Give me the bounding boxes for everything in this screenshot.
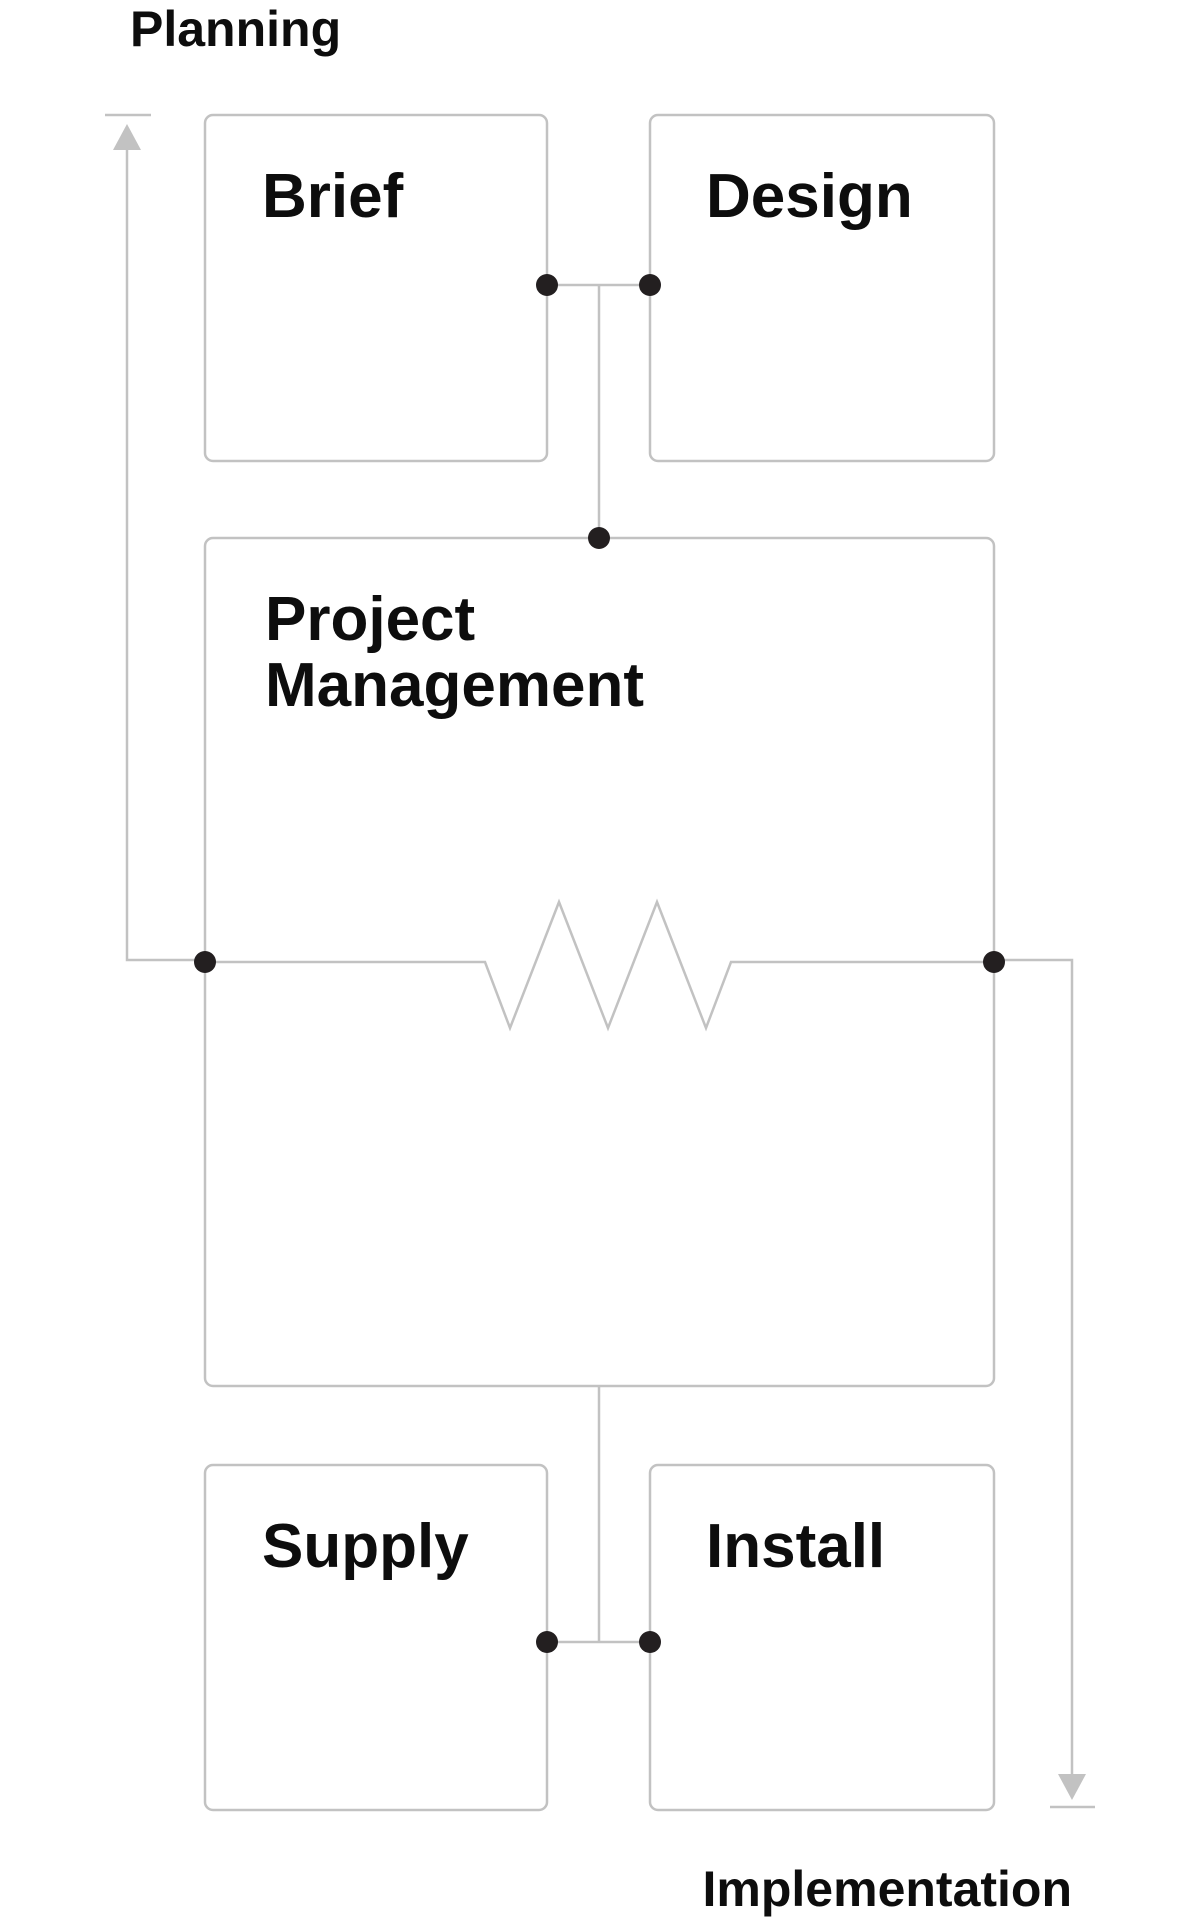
implementation-axis-line bbox=[994, 958, 1074, 1775]
zigzag-line bbox=[205, 898, 994, 1032]
supply-connector-dot bbox=[536, 1631, 558, 1653]
brief-label: Brief bbox=[262, 162, 404, 231]
design-label: Design bbox=[706, 162, 913, 231]
supply-label: Supply bbox=[262, 1512, 469, 1581]
bottom-connector bbox=[547, 1386, 650, 1644]
brief-connector-dot bbox=[536, 274, 558, 296]
project-management-right-dot bbox=[983, 951, 1005, 973]
planning-axis bbox=[105, 113, 205, 962]
project-management-left-dot bbox=[194, 951, 216, 973]
implementation-axis bbox=[994, 958, 1095, 1809]
project-management-top-dot bbox=[588, 527, 610, 549]
project-management-label-line2: Management bbox=[265, 651, 644, 720]
install-connector-dot bbox=[639, 1631, 661, 1653]
planning-axis-line bbox=[125, 145, 205, 962]
design-connector-dot bbox=[639, 274, 661, 296]
arrow-up-icon bbox=[113, 124, 141, 150]
arrow-down-icon bbox=[1058, 1774, 1086, 1800]
implementation-label: Implementation bbox=[703, 1861, 1072, 1917]
planning-label: Planning bbox=[130, 1, 341, 57]
install-label: Install bbox=[706, 1512, 885, 1581]
project-management-label-line1: Project bbox=[265, 585, 475, 654]
top-connector bbox=[547, 283, 650, 538]
